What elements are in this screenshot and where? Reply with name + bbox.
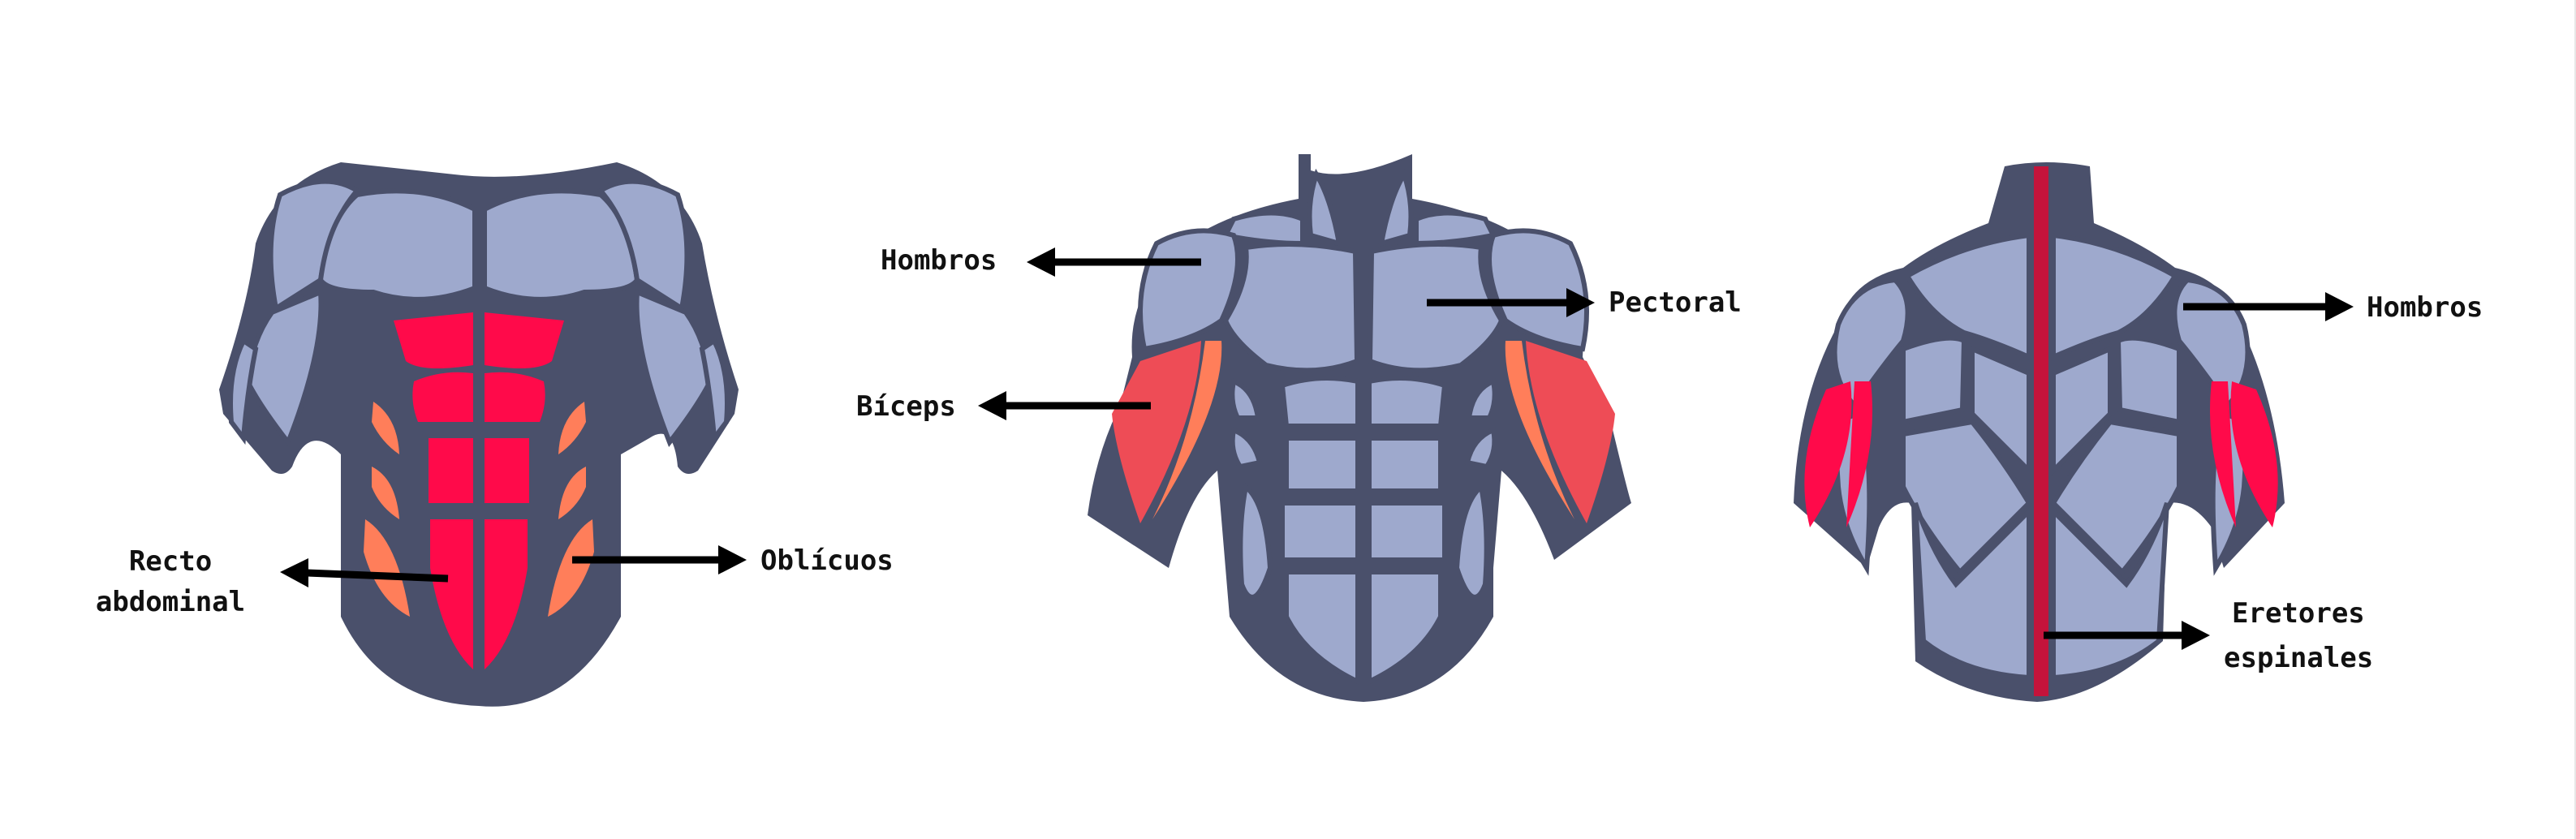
back-lower-left — [1913, 502, 2031, 681]
figure-front: Hombros Bíceps Pectoral — [856, 154, 1742, 702]
back-deltoid-left — [1832, 277, 1910, 410]
label-biceps-text: Bíceps — [856, 390, 956, 423]
label-hombros-back-text: Hombros — [2367, 291, 2483, 324]
page-edge — [2574, 0, 2576, 839]
front-ab — [1367, 501, 1447, 562]
front-ab — [1284, 436, 1360, 493]
abdomen-right-deltoid — [597, 179, 690, 312]
back-infra-right — [2115, 335, 2182, 425]
front-ab — [1367, 436, 1443, 493]
front-serratus — [1230, 377, 1261, 420]
front-ab-lower — [1284, 570, 1360, 686]
front-neck-right — [1378, 168, 1414, 247]
label-eretores: Eretores espinales — [2044, 597, 2373, 674]
rectus-block — [485, 372, 545, 422]
back-trap-right — [2051, 232, 2179, 361]
biceps-right-red — [1526, 341, 1615, 523]
label-hombros-front-text: Hombros — [881, 244, 997, 277]
front-oblique-right — [1454, 482, 1489, 600]
rectus-block — [485, 438, 529, 503]
obliques — [364, 402, 594, 617]
label-pectoral: Pectoral — [1427, 286, 1742, 319]
back-arm-right-b — [2210, 381, 2236, 527]
front-ab — [1280, 501, 1360, 562]
front-ab — [1367, 376, 1448, 428]
label-biceps: Bíceps — [856, 390, 1151, 423]
oblique-block — [558, 467, 586, 519]
back-arm-right-a — [2230, 381, 2278, 527]
back-arm-highlight — [1804, 381, 2278, 527]
label-hombros-front: Hombros — [881, 244, 1201, 277]
front-serratus — [1464, 426, 1497, 470]
back-rhomboid-left — [1970, 345, 2031, 477]
rectus-block — [412, 372, 473, 422]
label-oblicuos-text: Oblícuos — [760, 544, 894, 577]
back-arm-left-a — [1804, 381, 1852, 527]
oblique-block — [558, 402, 586, 454]
rectus-block — [429, 438, 473, 503]
label-recto-line1: Recto — [129, 545, 212, 578]
front-serratus — [1230, 426, 1263, 470]
label-oblicuos: Oblícuos — [572, 544, 894, 577]
label-hombros-back: Hombros — [2183, 291, 2483, 324]
label-pectoral-text: Pectoral — [1609, 286, 1742, 319]
back-arm-left-b — [1846, 381, 1872, 527]
abdomen-silhouette — [219, 162, 739, 707]
oblique-block — [548, 519, 594, 617]
abdomen-left-forearm — [228, 337, 259, 445]
arrowhead — [280, 558, 308, 587]
arrowhead — [978, 391, 1006, 420]
rectus-block — [485, 312, 564, 368]
rectus-block — [485, 519, 528, 669]
rectus-abdominis — [394, 312, 564, 669]
front-ab-lower — [1367, 570, 1443, 686]
arrowhead — [1566, 288, 1595, 317]
back-deltoid-right — [2172, 277, 2251, 410]
front-deltoid-right — [1487, 228, 1589, 352]
label-eretores-line2: espinales — [2224, 642, 2373, 674]
front-pec-left — [1222, 242, 1360, 373]
front-biceps — [1112, 341, 1615, 523]
arrowhead — [1027, 247, 1055, 277]
back-trap-left — [1903, 232, 2031, 361]
biceps-left-red — [1112, 341, 1201, 523]
figure-abdomen: Recto abdominal Oblícuos — [96, 162, 894, 707]
back-rhomboid-right — [2051, 345, 2113, 477]
arrowhead — [2182, 621, 2210, 650]
arrowhead — [2325, 292, 2354, 321]
oblique-block — [372, 402, 399, 454]
back-infra-left — [1901, 335, 1967, 425]
front-serratus — [1466, 377, 1497, 420]
oblique-block — [364, 519, 410, 617]
biceps-left-orange — [1152, 341, 1222, 519]
abdomen-right-forearm — [699, 337, 730, 445]
front-oblique-left — [1238, 482, 1273, 600]
arrow-recto — [306, 569, 449, 583]
front-trap-right — [1414, 210, 1497, 247]
front-neck-left — [1307, 168, 1342, 247]
front-ab — [1279, 376, 1360, 428]
abdomen-left-pec — [317, 188, 477, 302]
biceps-right-orange — [1505, 341, 1574, 519]
label-recto-line2: abdominal — [96, 586, 245, 618]
rectus-block — [394, 312, 473, 368]
figure-back: Hombros Eretores espinales — [1794, 162, 2483, 702]
label-recto-abdominal: Recto abdominal — [96, 545, 449, 618]
label-eretores-line1: Eretores — [2232, 597, 2365, 630]
arrowhead — [718, 545, 747, 574]
oblique-block — [372, 467, 399, 519]
rectus-block — [430, 519, 473, 669]
